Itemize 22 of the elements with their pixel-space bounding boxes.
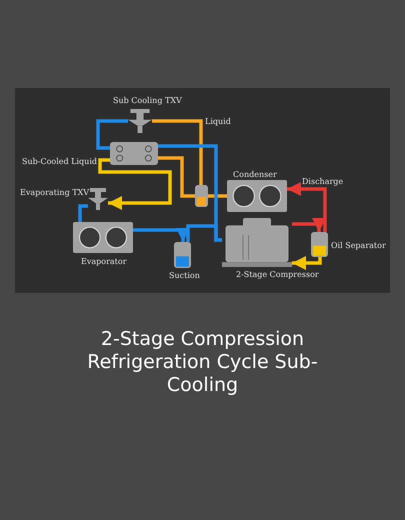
edge-label: Liquid	[205, 117, 231, 127]
component-label: Evaporating TXV	[20, 188, 90, 198]
pipe	[158, 156, 195, 198]
edge-label: Sub-Cooled Liquid	[22, 157, 97, 167]
pipe	[208, 194, 227, 198]
component-label: Sub Cooling TXV	[113, 96, 182, 106]
component-label: 2-Stage Compressor	[236, 270, 319, 280]
component-label: Suction	[169, 271, 200, 281]
edge-label: Discharge	[302, 177, 344, 187]
pipe	[96, 119, 128, 150]
pipe-arrow	[98, 158, 172, 210]
component-label: Condenser	[233, 170, 277, 180]
pipe-arrow	[287, 182, 327, 232]
component-label: Evaporator	[81, 257, 127, 267]
pipe-arrow	[292, 256, 322, 270]
pipe	[78, 204, 88, 222]
component-label: Oil Separator	[331, 241, 386, 251]
title: 2-Stage Compression Refrigeration Cycle Sub-Cooling	[86, 328, 319, 397]
receiver-drawing	[195, 185, 208, 207]
heat-exchanger-drawing	[110, 142, 158, 165]
pipe	[158, 144, 222, 242]
pipe-arrow	[292, 218, 326, 232]
